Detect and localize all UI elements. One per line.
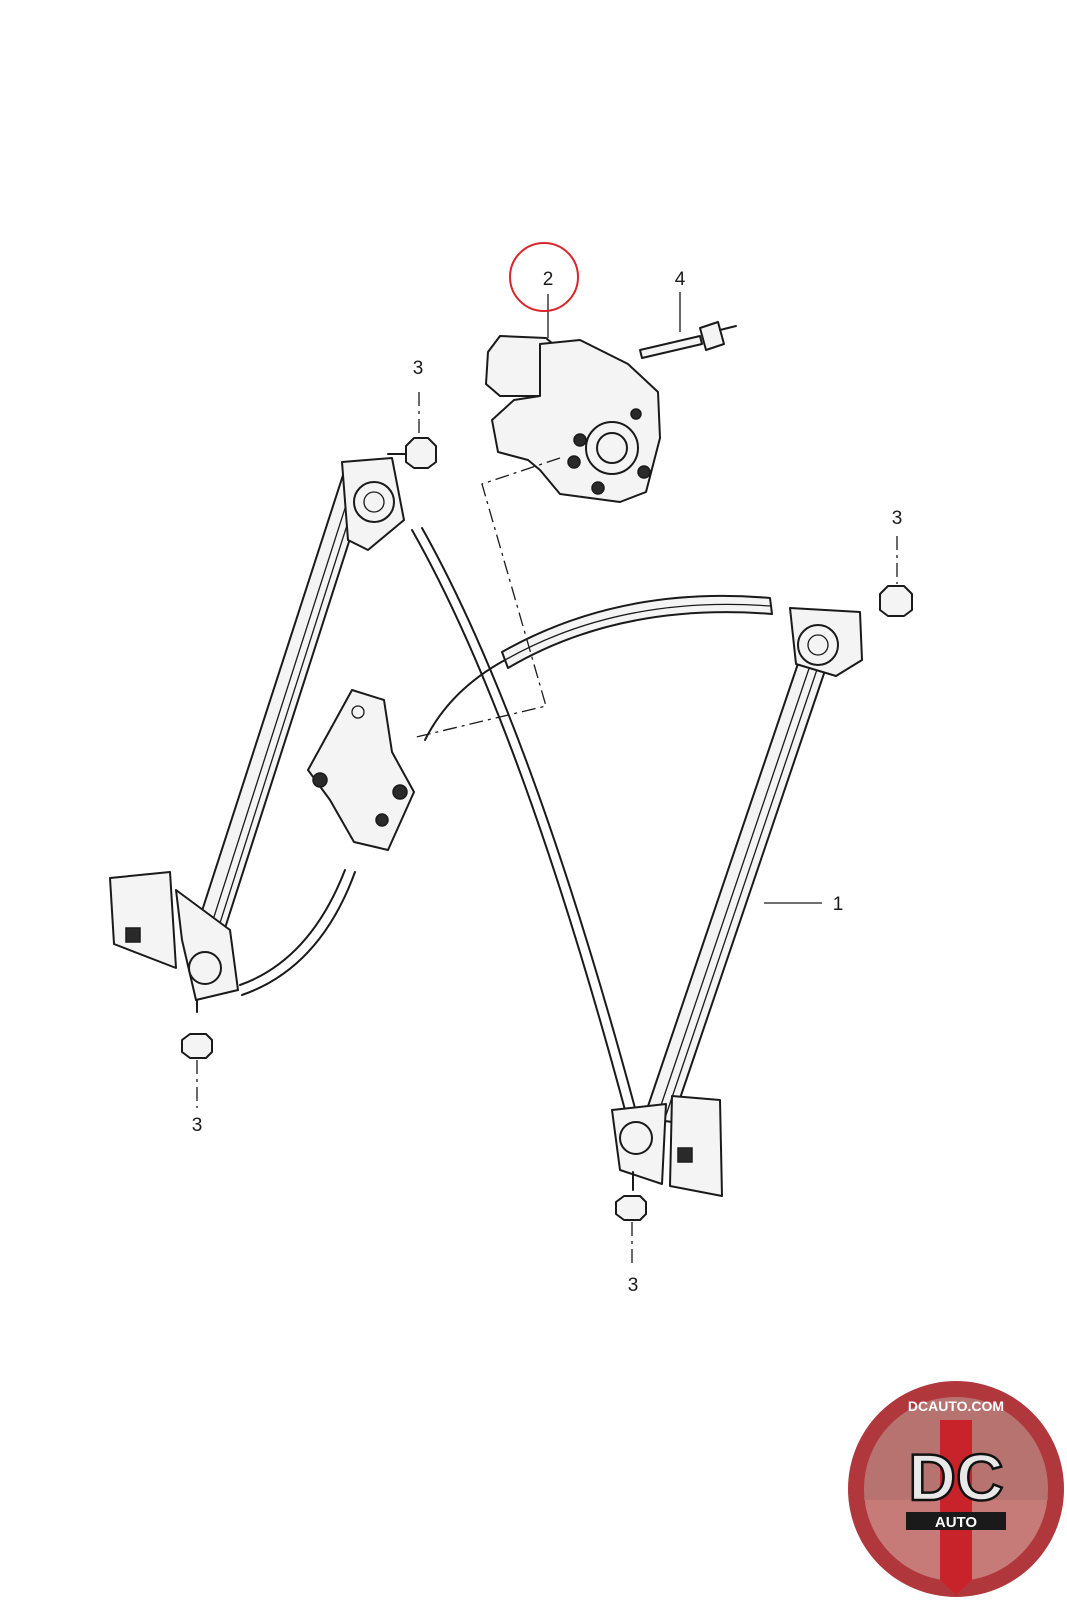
callout-nut-bottom-right[interactable]: 3 xyxy=(628,1275,639,1296)
callout-nut-right[interactable]: 3 xyxy=(892,508,903,529)
dcauto-logo: DCAUTO.COM DC AUTO xyxy=(848,1381,1064,1597)
mounting-bolt xyxy=(639,321,737,359)
callout-regulator[interactable]: 1 xyxy=(833,894,844,915)
hex-nut-bottom-right xyxy=(615,1195,647,1221)
logo-top-text: DCAUTO.COM xyxy=(908,1398,1004,1414)
callout-nut-top-left[interactable]: 3 xyxy=(413,358,424,379)
window-regulator-assembly xyxy=(109,457,863,1197)
logo-main-text: DC xyxy=(908,1440,1003,1514)
assembly-guide-lines xyxy=(196,392,898,1268)
hex-nut-bottom-left xyxy=(181,1033,213,1059)
highlight-ring xyxy=(509,242,579,312)
callout-nut-bottom-left[interactable]: 3 xyxy=(192,1115,203,1136)
logo-bottom-text: AUTO xyxy=(935,1514,978,1531)
callout-leaders xyxy=(547,292,822,904)
window-motor xyxy=(485,335,661,503)
hex-nut-top-left xyxy=(387,437,437,469)
callout-bolt[interactable]: 4 xyxy=(675,269,686,290)
hex-nut-right xyxy=(879,585,913,617)
callout-motor[interactable]: 2 xyxy=(543,269,554,290)
